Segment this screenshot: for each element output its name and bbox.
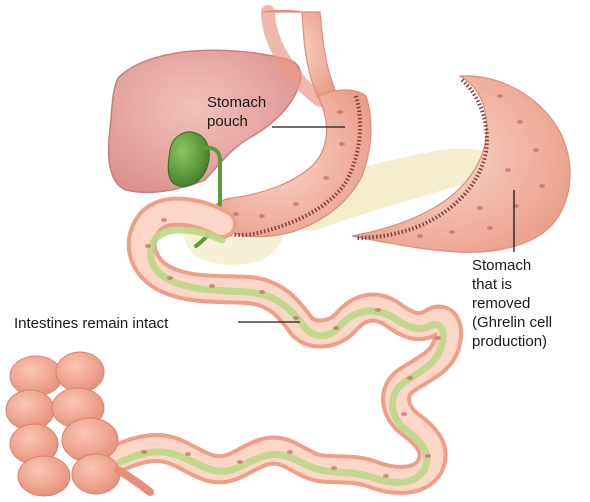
stomach-removed-label: Stomach that is removed (Ghrelin cell pr… <box>472 256 552 351</box>
small-intestine <box>118 212 448 483</box>
intestines-label: Intestines remain intact <box>14 314 168 333</box>
colon <box>6 352 150 496</box>
stomach-pouch-label: Stomach pouch <box>207 93 266 131</box>
